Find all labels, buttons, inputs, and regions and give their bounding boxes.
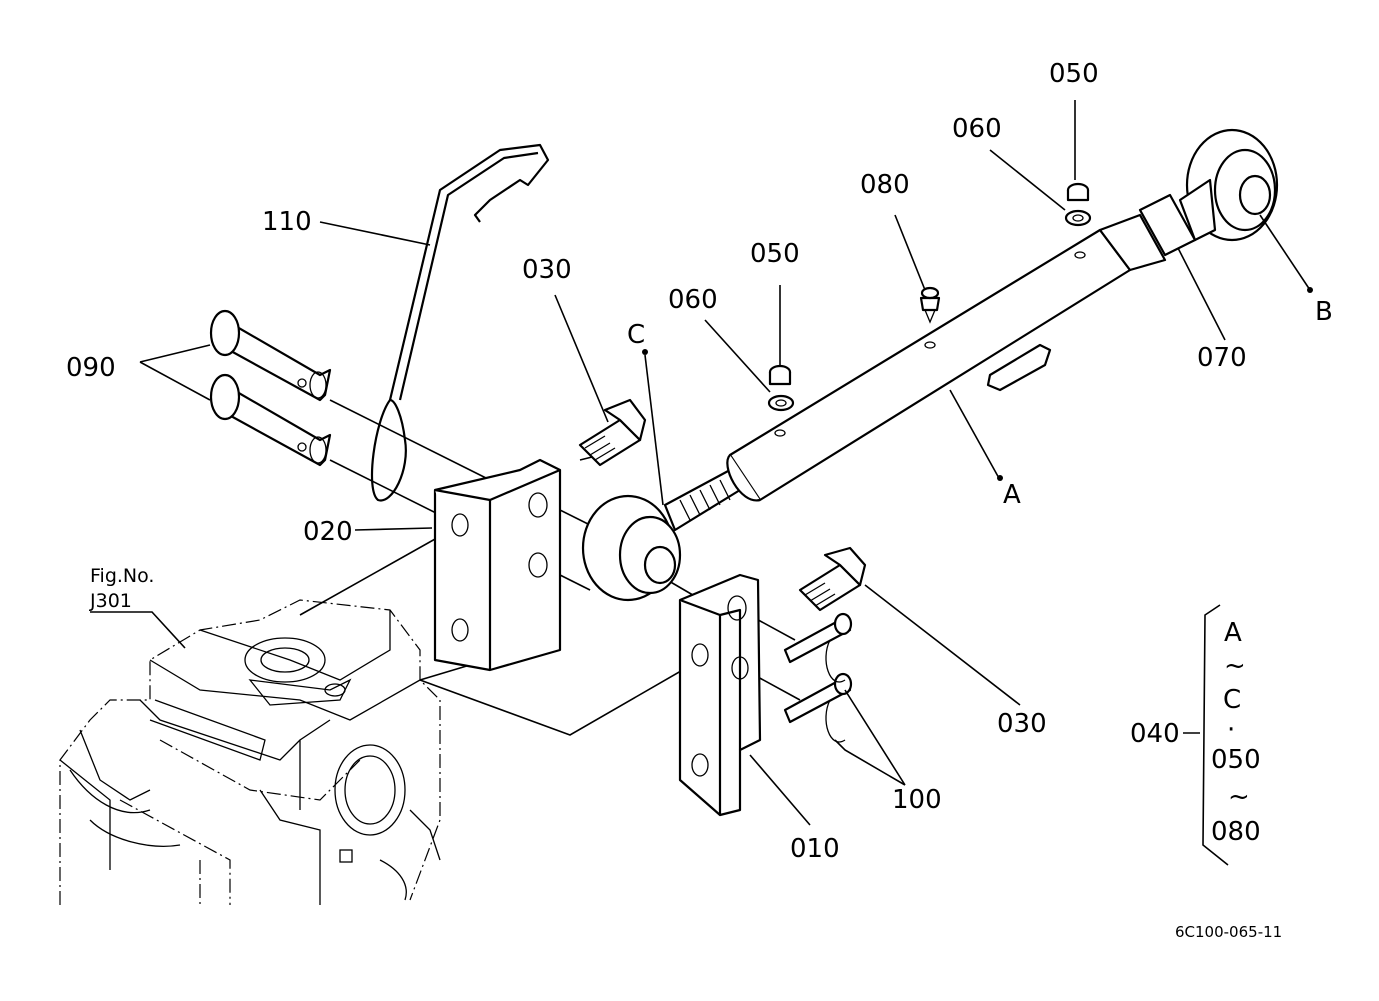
part-110-lever xyxy=(370,143,550,502)
part-030-bolt-top xyxy=(578,398,647,467)
leader-lines xyxy=(90,100,1311,826)
label-040: 040 xyxy=(1130,719,1180,749)
label-090: 090 xyxy=(66,353,116,383)
label-110: 110 xyxy=(262,207,312,237)
point-markers xyxy=(642,287,1313,481)
label-070: 070 xyxy=(1197,343,1247,373)
part-020-bracket xyxy=(433,458,562,672)
part-050-screw-top xyxy=(1066,182,1090,202)
figure-ref-line2: J301 xyxy=(89,590,132,612)
label-100: 100 xyxy=(892,785,942,815)
part-060-washer-mid xyxy=(767,394,795,412)
label-050-mid: 050 xyxy=(750,239,800,269)
bracket-line7: 080 xyxy=(1211,817,1261,847)
label-060-mid: 060 xyxy=(668,285,718,315)
part-100-pins xyxy=(783,612,853,743)
figure-ref-line1: Fig.No. xyxy=(90,565,154,587)
label-030-bottom: 030 xyxy=(997,709,1047,739)
label-c: C xyxy=(627,320,645,350)
part-010-bracket xyxy=(678,573,762,817)
part-050-screw-mid xyxy=(768,364,792,386)
part-b-ball-end xyxy=(1178,128,1279,242)
part-c-ball-end xyxy=(581,494,682,602)
bracket-line2: ~ xyxy=(1224,651,1246,681)
label-060-top: 060 xyxy=(952,114,1002,144)
label-080: 080 xyxy=(860,170,910,200)
part-090-pins xyxy=(209,309,332,467)
part-080-grease-nipple xyxy=(919,286,941,324)
bracket-line6: ~ xyxy=(1228,782,1250,812)
label-a: A xyxy=(1003,480,1021,510)
label-020: 020 xyxy=(303,517,353,547)
part-030-bolt-bottom xyxy=(798,546,867,612)
bracket-line5: 050 xyxy=(1211,745,1261,775)
transmission-housing xyxy=(59,599,441,905)
bracket-line4: · xyxy=(1227,715,1235,745)
part-a-top-link xyxy=(663,213,1167,532)
label-010: 010 xyxy=(790,834,840,864)
drawing-code: 6C100-065-11 xyxy=(1175,923,1282,941)
bracket-line1: A xyxy=(1224,618,1242,648)
label-050-top: 050 xyxy=(1049,59,1099,89)
bracket-line3: C xyxy=(1223,685,1241,715)
label-b: B xyxy=(1315,297,1333,327)
label-030-top: 030 xyxy=(522,255,572,285)
part-060-washer-top xyxy=(1064,209,1092,227)
assembly-bracket xyxy=(1202,604,1229,866)
